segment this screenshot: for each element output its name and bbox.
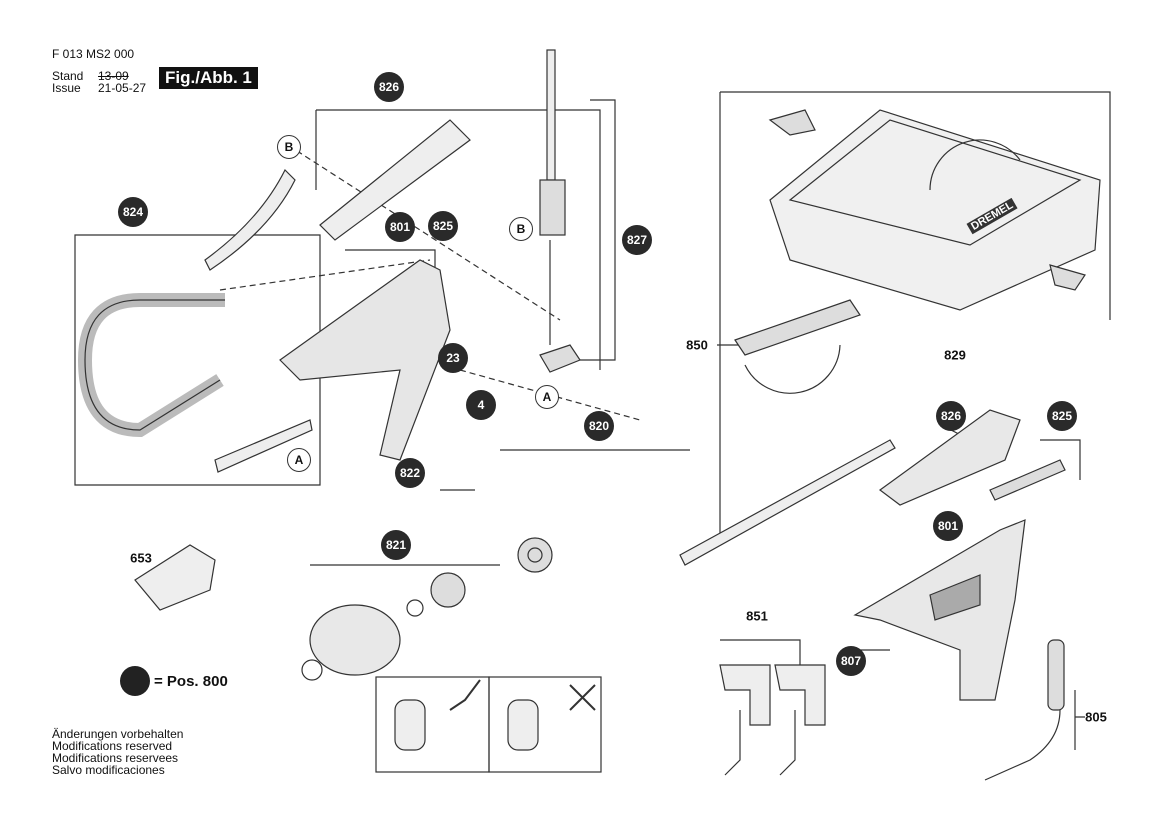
part-825-right: 825 (1047, 401, 1077, 431)
part-829: 829 (944, 347, 966, 363)
stand-label: Stand (52, 69, 84, 83)
ref-b-2: B (509, 217, 533, 241)
part-824: 824 (118, 197, 148, 227)
clamp-1 (719, 664, 771, 726)
legend: = Pos. 800 (120, 666, 228, 696)
part-821: 821 (381, 530, 411, 560)
doc-number: F 013 MS2 000 (52, 47, 135, 61)
dust-adapter (134, 544, 216, 611)
part-851: 851 (746, 608, 768, 624)
part-805: 805 (1085, 709, 1107, 725)
stand-date: 13-09 (98, 69, 129, 83)
note-en: Modifications reserved (52, 739, 173, 753)
tool-housing-826 (878, 409, 1021, 506)
note-de: Änderungen vorbehalten (52, 727, 184, 741)
issue-date: 21-05-27 (98, 81, 147, 95)
part-653: 653 (130, 550, 152, 566)
part-801-right: 801 (933, 511, 963, 541)
part-850: 850 (686, 337, 708, 353)
blade-rod (546, 49, 556, 181)
ref-b-1: B (277, 135, 301, 159)
part-4: 4 (466, 390, 496, 420)
part-23: 23 (438, 343, 468, 373)
part-801: 801 (385, 212, 415, 242)
clamp-2 (774, 664, 826, 726)
legend-text: = Pos. 800 (154, 672, 228, 690)
part-826: 826 (374, 72, 404, 102)
part-825: 825 (428, 211, 458, 241)
legend-dot-icon (120, 666, 150, 696)
part-827: 827 (622, 225, 652, 255)
ref-a-2: A (287, 448, 311, 472)
rail (679, 439, 896, 566)
motor (309, 604, 401, 676)
gear-small (430, 572, 466, 608)
part-826-right: 826 (936, 401, 966, 431)
ref-a-1: A (535, 385, 559, 409)
part-822: 822 (395, 458, 425, 488)
housing-half-top (319, 119, 471, 241)
table-base (769, 109, 1101, 311)
handle-loop (77, 293, 225, 438)
inset-wrong (488, 676, 602, 773)
part-820: 820 (584, 411, 614, 441)
figure-label: Fig./Abb. 1 (159, 67, 258, 89)
note-es: Salvo modificaciones (52, 763, 165, 777)
issue-label: Issue (52, 81, 81, 95)
note-fr: Modifications reservees (52, 751, 179, 765)
miter-gauge (734, 299, 861, 356)
strap-plate (214, 419, 313, 473)
knob (768, 109, 816, 136)
gear-large (517, 537, 553, 573)
strap-b (204, 168, 296, 271)
part-807: 807 (836, 646, 866, 676)
